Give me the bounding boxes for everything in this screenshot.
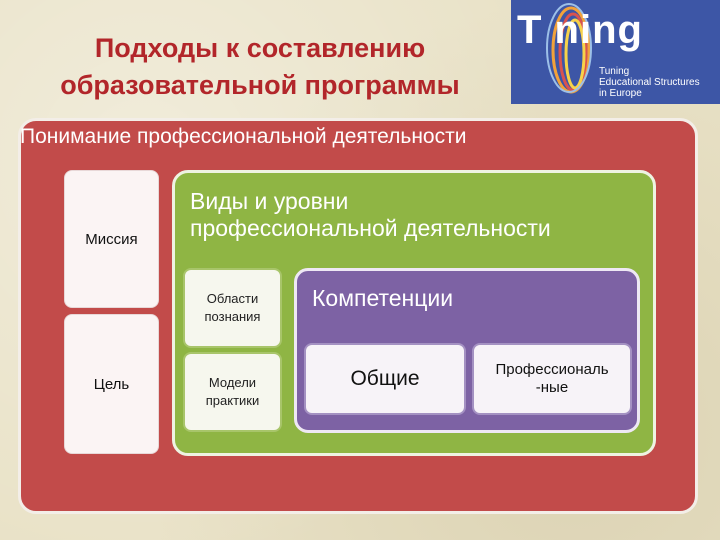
goal-box: Цель bbox=[64, 314, 159, 454]
knowledge-areas-line-2: познания bbox=[204, 309, 261, 324]
tuning-logo: T ning Tuning Educational Structures in … bbox=[511, 0, 720, 104]
slide-title: Подходы к составлению образовательной пр… bbox=[20, 30, 500, 104]
activity-types-label: Виды и уровни профессиональной деятельно… bbox=[190, 188, 551, 242]
activity-types-line-2: профессиональной деятельности bbox=[190, 215, 551, 241]
knowledge-areas-line-1: Области bbox=[206, 291, 259, 306]
logo-word: T ning bbox=[517, 8, 643, 52]
competencies-label: Компетенции bbox=[312, 285, 454, 311]
general-competencies-box: Общие bbox=[304, 343, 466, 415]
logo-sub-line: Tuning bbox=[599, 66, 630, 77]
general-label: Общие bbox=[350, 367, 420, 390]
knowledge-areas-box: Области познания bbox=[183, 268, 282, 348]
logo-sub-line: in Europe bbox=[599, 88, 642, 99]
professional-line-1: Профессиональ bbox=[495, 361, 609, 378]
outer-label: Понимание профессиональной деятельности bbox=[20, 125, 467, 148]
logo-sub-line: Educational Structures bbox=[599, 77, 700, 88]
practice-models-box: Модели практики bbox=[183, 352, 282, 432]
logo-subtitle: Tuning Educational Structures in Europe bbox=[599, 66, 700, 99]
practice-models-line-2: практики bbox=[205, 393, 260, 408]
tuning-swirl-icon bbox=[546, 3, 592, 94]
title-line-2: образовательной программы bbox=[60, 70, 460, 100]
title-line-1: Подходы к составлению bbox=[94, 33, 426, 63]
mission-box: Миссия bbox=[64, 170, 159, 308]
mission-label: Миссия bbox=[85, 230, 138, 248]
goal-label: Цель bbox=[93, 375, 130, 393]
practice-models-line-1: Модели bbox=[208, 375, 257, 390]
activity-types-line-1: Виды и уровни bbox=[190, 188, 349, 214]
professional-competencies-box: Профессиональ -ные bbox=[472, 343, 632, 415]
professional-line-2: -ные bbox=[535, 379, 569, 396]
